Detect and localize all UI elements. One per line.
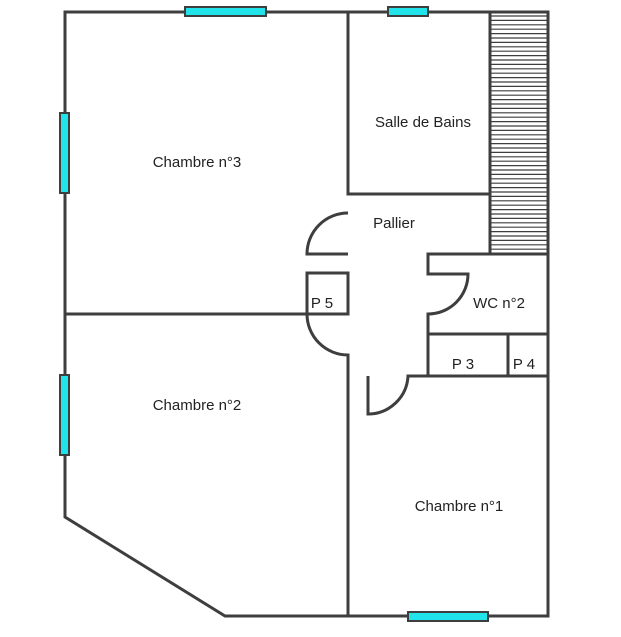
windows: [59, 6, 489, 622]
window-top-bath: [387, 6, 429, 17]
staircase: [491, 15, 547, 250]
label-chambre1: Chambre n°1: [415, 498, 504, 515]
label-chambre2: Chambre n°2: [153, 397, 242, 414]
door-wc-arc: [427, 272, 470, 316]
label-wc2: WC n°2: [473, 295, 525, 312]
window-top-ch3: [184, 6, 267, 17]
doors: [305, 211, 470, 416]
window-bottom-ch1: [407, 611, 489, 622]
window-left-ch3: [59, 112, 70, 194]
door-pallier-arc: [305, 211, 349, 256]
label-salle-de-bains: Salle de Bains: [375, 114, 471, 131]
door-chambre1-arc: [366, 375, 410, 416]
label-pallier: Pallier: [373, 215, 415, 232]
label-p4: P 4: [513, 356, 535, 373]
window-left-ch2: [59, 374, 70, 456]
label-p5: P 5: [311, 295, 333, 312]
labels: Chambre n°3 Salle de Bains Pallier WC n°…: [153, 114, 535, 515]
interior-walls: [63, 10, 550, 618]
label-chambre3: Chambre n°3: [153, 154, 242, 171]
door-chambre2-arc: [305, 313, 350, 376]
label-p3: P 3: [452, 356, 474, 373]
